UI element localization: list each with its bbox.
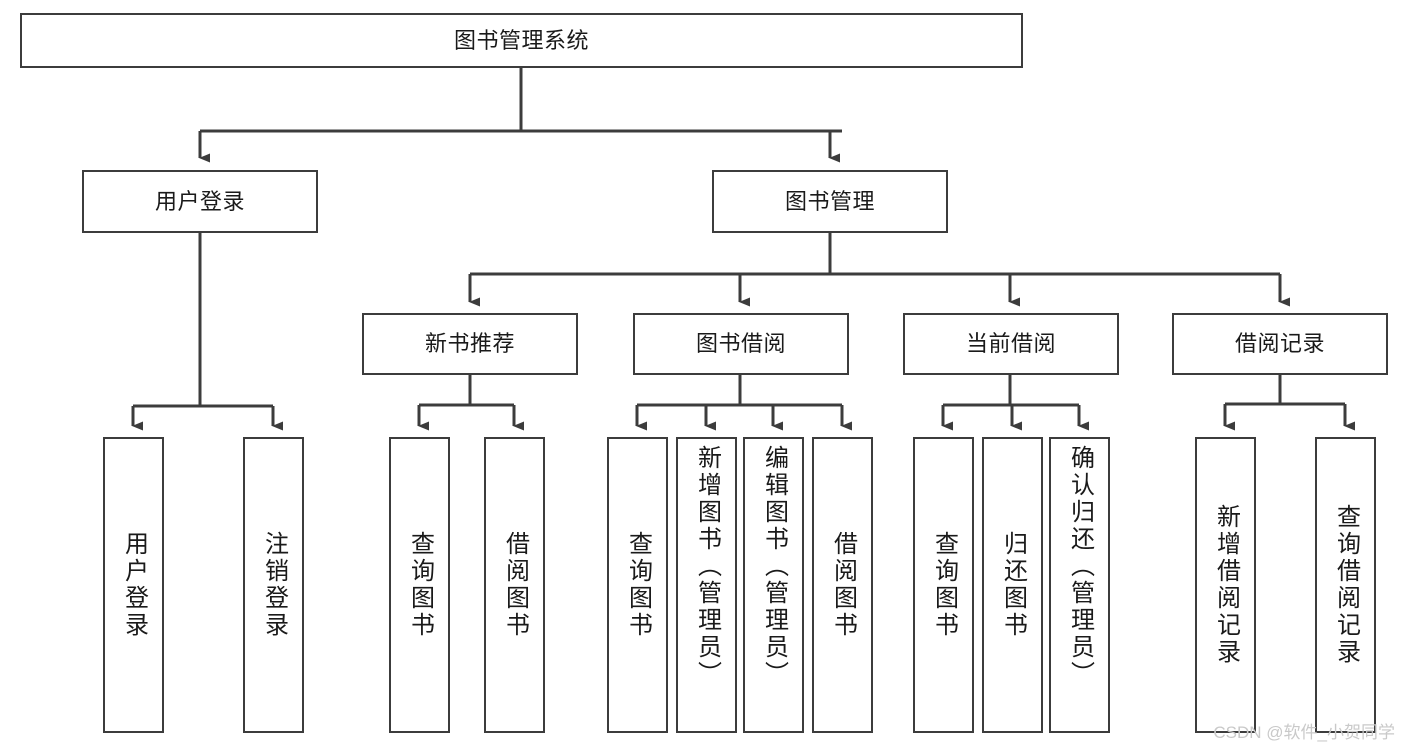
leaf-borrow-add-book[interactable]: 新增图书（管理员） xyxy=(676,437,737,733)
node-new-book-recommend-label: 新书推荐 xyxy=(424,331,515,357)
leaf-current-return-book-label: 归还图书 xyxy=(999,531,1027,639)
leaf-current-confirm-return-label: 确认归还（管理员） xyxy=(1066,445,1094,688)
node-book-management[interactable]: 图书管理 xyxy=(712,170,948,233)
node-new-book-recommend[interactable]: 新书推荐 xyxy=(362,313,578,375)
leaf-borrow-query-book-label: 查询图书 xyxy=(624,531,652,639)
node-root-label: 图书管理系统 xyxy=(453,27,589,53)
csdn-watermark: CSDN @软件_小贺同学 xyxy=(1213,723,1395,742)
node-current-borrow-label: 当前借阅 xyxy=(965,331,1056,357)
leaf-current-query-book-label: 查询图书 xyxy=(930,531,958,639)
leaf-user-login-logout-label: 注销登录 xyxy=(260,531,288,639)
leaf-user-login-logout[interactable]: 注销登录 xyxy=(243,437,304,733)
leaf-new-book-borrow-label: 借阅图书 xyxy=(501,531,529,639)
node-borrow-record-label: 借阅记录 xyxy=(1234,331,1325,357)
leaf-new-book-borrow[interactable]: 借阅图书 xyxy=(484,437,545,733)
leaf-borrow-edit-book[interactable]: 编辑图书（管理员） xyxy=(743,437,804,733)
leaf-borrow-borrow-book-label: 借阅图书 xyxy=(829,531,857,639)
leaf-new-book-query-label: 查询图书 xyxy=(406,531,434,639)
node-borrow-record[interactable]: 借阅记录 xyxy=(1172,313,1388,375)
leaf-borrow-borrow-book[interactable]: 借阅图书 xyxy=(812,437,873,733)
node-user-login[interactable]: 用户登录 xyxy=(82,170,318,233)
leaf-borrow-add-book-label: 新增图书（管理员） xyxy=(693,445,721,688)
leaf-user-login-login-label: 用户登录 xyxy=(120,531,148,639)
leaf-record-add[interactable]: 新增借阅记录 xyxy=(1195,437,1256,733)
leaf-record-query-label: 查询借阅记录 xyxy=(1332,504,1360,666)
leaf-current-return-book[interactable]: 归还图书 xyxy=(982,437,1043,733)
leaf-borrow-edit-book-label: 编辑图书（管理员） xyxy=(760,445,788,688)
leaf-current-confirm-return[interactable]: 确认归还（管理员） xyxy=(1049,437,1110,733)
node-user-login-label: 用户登录 xyxy=(154,188,245,214)
leaf-new-book-query[interactable]: 查询图书 xyxy=(389,437,450,733)
node-root[interactable]: 图书管理系统 xyxy=(20,13,1023,68)
node-book-borrow-label: 图书借阅 xyxy=(695,331,786,357)
node-current-borrow[interactable]: 当前借阅 xyxy=(903,313,1119,375)
leaf-record-query[interactable]: 查询借阅记录 xyxy=(1315,437,1376,733)
leaf-record-add-label: 新增借阅记录 xyxy=(1212,504,1240,666)
leaf-current-query-book[interactable]: 查询图书 xyxy=(913,437,974,733)
node-book-management-label: 图书管理 xyxy=(784,188,875,214)
node-book-borrow[interactable]: 图书借阅 xyxy=(633,313,849,375)
leaf-user-login-login[interactable]: 用户登录 xyxy=(103,437,164,733)
leaf-borrow-query-book[interactable]: 查询图书 xyxy=(607,437,668,733)
